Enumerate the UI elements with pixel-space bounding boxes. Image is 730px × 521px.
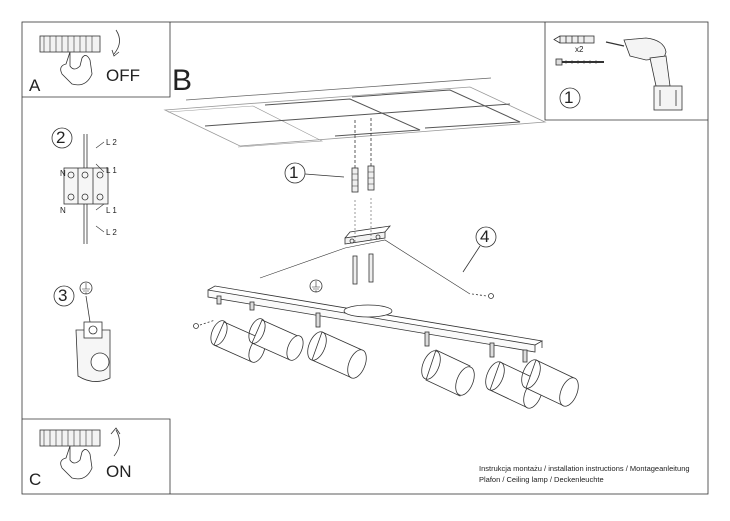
spotlight-4 xyxy=(421,331,475,397)
ceiling-grid xyxy=(163,77,547,148)
quantity-label: x2 xyxy=(575,45,584,54)
turn-off-arrow-icon xyxy=(113,29,120,55)
terminal-connector-icon xyxy=(63,134,109,244)
page-frame xyxy=(21,21,709,495)
step-2-label: 2 xyxy=(56,128,66,147)
panel-b-letter: B xyxy=(172,64,193,97)
panel-tools-box xyxy=(544,22,708,121)
step-1-circle xyxy=(284,162,306,184)
terminal-block-on-icon xyxy=(39,429,101,480)
tools-step-label: 1 xyxy=(564,88,574,107)
wire-l1-bottom: L 1 xyxy=(106,206,117,215)
spotlight-6 xyxy=(521,349,579,407)
wire-n-top: N xyxy=(60,169,66,178)
step-4-label: 4 xyxy=(480,227,490,246)
ground-wire-icon xyxy=(309,279,323,293)
drill-icon xyxy=(605,37,683,111)
wire-l2-bottom: L 2 xyxy=(106,228,117,237)
lamp-bar xyxy=(193,285,544,353)
wire-l1-top: L 1 xyxy=(106,166,117,175)
ground-clamp-icon xyxy=(75,295,111,382)
terminal-block-off-icon xyxy=(39,35,101,86)
ground-symbol-icon xyxy=(79,281,93,295)
cover-outline xyxy=(259,239,471,295)
panel-c-action: ON xyxy=(106,462,132,481)
step-3-circle xyxy=(53,285,75,307)
step-4-circle xyxy=(475,226,497,248)
footer-line-2: Plafon / Ceiling lamp / Deckenleuchte xyxy=(479,475,604,484)
step-3-label: 3 xyxy=(58,286,68,305)
screw-icon xyxy=(555,58,604,66)
panel-c-letter: C xyxy=(29,470,42,489)
turn-on-arrow-icon xyxy=(113,429,120,457)
wire-l2-top: L 2 xyxy=(106,138,117,147)
footer-line-1: Instrukcja montażu / installation instru… xyxy=(479,464,690,473)
ceiling-anchors xyxy=(351,118,375,193)
tools-step-circle xyxy=(559,87,581,109)
mounting-bracket xyxy=(344,198,391,285)
panel-a-action: OFF xyxy=(106,66,140,85)
panel-a-letter: A xyxy=(29,76,41,95)
wire-n-bottom: N xyxy=(60,206,66,215)
panel-a-box xyxy=(22,22,171,98)
panel-c-box xyxy=(22,418,171,494)
spotlight-2 xyxy=(248,301,304,361)
step-1-label: 1 xyxy=(289,163,299,182)
spotlight-3 xyxy=(307,312,367,379)
wall-plug-icon xyxy=(553,35,595,44)
step-2-circle xyxy=(51,127,73,149)
